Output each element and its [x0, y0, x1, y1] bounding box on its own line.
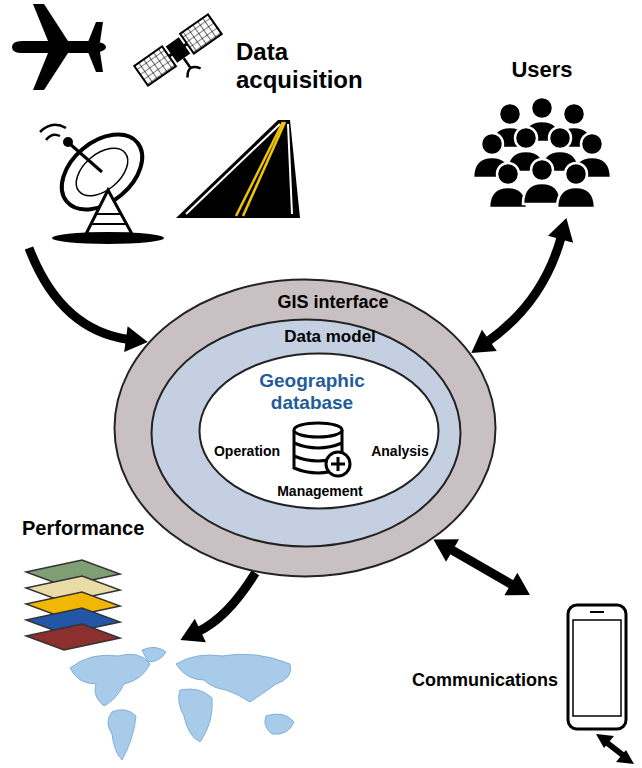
ring-label: Data model	[284, 327, 376, 347]
world-map	[70, 647, 294, 760]
group-title: Performance	[22, 517, 144, 540]
arrowhead	[504, 573, 530, 596]
core-title: Geographic database	[242, 370, 382, 414]
ellipse-fill	[152, 320, 461, 547]
curved-arrow	[29, 248, 148, 352]
function-label: Management	[277, 483, 363, 499]
arrowhead	[548, 218, 573, 243]
ellipse-fill	[200, 354, 439, 509]
group-title: Users	[511, 57, 572, 82]
database-core: Geographic databaseOperation AnalysisMana…	[198, 352, 440, 510]
performance-group: Performance	[18, 515, 303, 765]
users-group: Users	[465, 50, 602, 218]
interface-ring: GIS interfaceData modelGeographic databa…	[113, 278, 497, 578]
ring-label: GIS interface	[277, 292, 388, 313]
arrow-shaft	[198, 573, 256, 632]
arrow-shaft	[487, 236, 562, 342]
ellipse-fill	[115, 280, 496, 577]
curved-arrow	[471, 218, 573, 353]
map-layers-icon	[26, 560, 120, 650]
smartphone-icon	[568, 605, 626, 729]
double-arrow	[596, 734, 634, 764]
users-icon	[473, 97, 611, 208]
acquisition-group: Data acquisition	[5, 0, 405, 248]
group-title: Communications	[412, 670, 558, 691]
arrowhead	[471, 330, 496, 353]
arrowhead	[180, 619, 205, 643]
arrow-shaft	[450, 549, 514, 586]
data-model-ring: Data modelGeographic databaseOperation An…	[150, 318, 462, 548]
function-label: Operation	[214, 443, 280, 459]
group-title: Data acquisition	[236, 38, 401, 93]
airplane-icon	[12, 4, 106, 90]
radar-dish-icon	[40, 119, 164, 244]
communications-group: Communications	[400, 595, 628, 755]
database-icon	[294, 423, 350, 476]
function-label: Analysis	[371, 443, 429, 459]
arrow-shaft	[29, 248, 129, 339]
satellite-icon	[134, 14, 231, 98]
curved-arrow	[433, 539, 529, 595]
arrowhead	[433, 539, 459, 562]
curved-arrow	[180, 573, 255, 642]
road-icon	[176, 120, 300, 218]
